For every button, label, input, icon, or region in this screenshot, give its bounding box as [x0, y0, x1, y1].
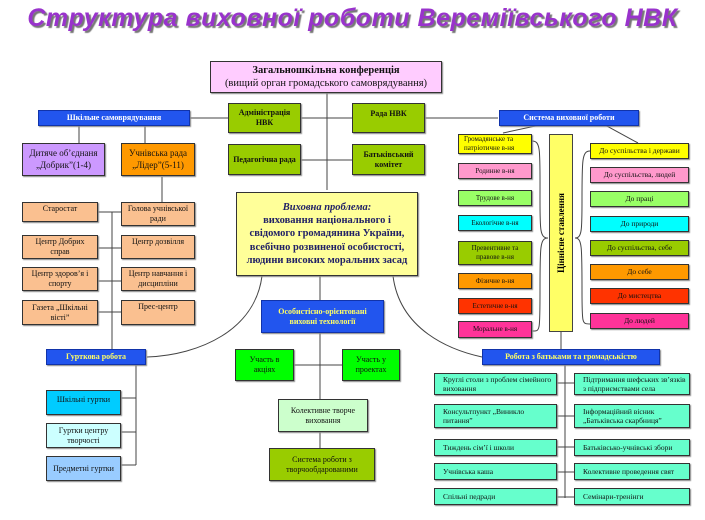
- attitude-item: До себе: [590, 264, 689, 280]
- attitude-item: До людей: [590, 313, 689, 329]
- collective-education-box: Колективне творче виховання: [278, 399, 368, 432]
- education-type-item: Громадянське та патріотичне в-ня: [458, 134, 532, 154]
- attitude-item: До природи: [590, 216, 689, 232]
- general-conference-title: Загальношкільна конференція: [252, 64, 400, 76]
- education-type-item: Фізичне в-ня: [458, 273, 532, 289]
- parents-left-item: Консультпункт „Виникло питання”: [434, 404, 557, 428]
- attitude-item: До суспільства, людей: [590, 167, 689, 183]
- club-item: Гуртки центру творчості: [46, 423, 121, 448]
- education-system-header: Система виховної роботи: [499, 110, 639, 126]
- participation-projects-box: Участь у проектах: [342, 349, 400, 381]
- parents-right-item: Батьківсько-учнівські збори: [574, 439, 690, 456]
- parents-right-item: Колективне проведення свят: [574, 463, 690, 480]
- values-attitude-bar: Ціннісне ставлення: [549, 134, 573, 332]
- education-type-item: Моральне в-ня: [458, 321, 532, 338]
- parents-left-item: Спільні педради: [434, 488, 557, 505]
- attitude-item: До мистецтва: [590, 288, 689, 304]
- education-type-item: Трудове в-ня: [458, 190, 532, 206]
- personal-technologies-box: Особистісно-орієнтовані виховні технолог…: [261, 300, 384, 333]
- parents-left-item: Тиждень сім’ї і школи: [434, 439, 557, 456]
- diagram-title: Структура виховної роботи Вереміївського…: [27, 4, 678, 32]
- self-gov-left-item: Старостат: [22, 202, 98, 222]
- education-type-item: Естетичне в-ня: [458, 298, 532, 314]
- general-conference-subtitle: (вищий орган громадського самоврядування…: [224, 78, 428, 89]
- general-conference: Загальношкільна конференція (вищий орган…: [210, 61, 442, 93]
- self-gov-right-item: Центр дозвілля: [121, 235, 195, 259]
- self-gov-right-item: Центр навчання і дисципліни: [121, 267, 195, 291]
- self-gov-left-item: Центр Добрих справ: [22, 235, 98, 259]
- parents-left-item: Учнівська каша: [434, 463, 557, 480]
- self-government-header: Шкільне самоврядування: [38, 110, 190, 126]
- club-item: Предметні гуртки: [46, 456, 121, 481]
- pedagogical-council-box: Педагогічна рада: [228, 144, 301, 175]
- self-gov-right-item: Прес-центр: [121, 300, 195, 325]
- lider-council-box: Учнівська рада „Лідер”(5-11): [121, 143, 195, 176]
- school-council-box: Рада НВК: [352, 103, 425, 133]
- parents-right-item: Підтримання шефських зв’язків з підприєм…: [574, 373, 690, 395]
- parents-left-item: Круглі столи з проблем сімейного вихован…: [434, 373, 557, 395]
- attitude-item: До суспільства, себе: [590, 240, 689, 256]
- gifted-system-box: Система роботи з творчообдарованими: [269, 448, 375, 481]
- club-item: Шкільні гуртки: [46, 390, 121, 415]
- parents-right-item: Семінари-тренінги: [574, 488, 690, 505]
- attitude-item: До праці: [590, 191, 689, 207]
- parents-work-header: Робота з батьками та громадськістю: [482, 349, 660, 365]
- attitude-item: До суспільства і держави: [590, 143, 689, 159]
- education-type-item: Превентивне та правове в-ня: [458, 241, 532, 265]
- education-type-item: Родинне в-ня: [458, 163, 532, 179]
- problem-label: Виховна проблема:: [282, 202, 372, 214]
- participation-actions-box: Участь в акціях: [235, 349, 294, 381]
- self-gov-left-item: Центр здоров’я і спорту: [22, 267, 98, 291]
- clubs-header: Гурткова робота: [46, 349, 146, 365]
- education-type-item: Екологічне в-ня: [458, 215, 532, 231]
- educational-problem-box: Виховна проблема: виховання національног…: [236, 192, 418, 276]
- problem-text: виховання національного і свідомого гром…: [246, 215, 408, 266]
- administration-box: Адміністрація НВК: [228, 103, 301, 133]
- values-attitude-label: Ціннісне ставлення: [556, 193, 566, 273]
- self-gov-right-item: Голова учнівської ради: [121, 202, 195, 226]
- dobryk-association-box: Дитяче об’єднаня „Добрик”(1-4): [22, 143, 105, 176]
- parents-right-item: Інформаційний вісник „Батьківська скарбн…: [574, 404, 690, 428]
- self-gov-left-item: Газета „Шкільні вісті”: [22, 300, 98, 325]
- parents-committee-box: Батьківський комітет: [352, 144, 425, 175]
